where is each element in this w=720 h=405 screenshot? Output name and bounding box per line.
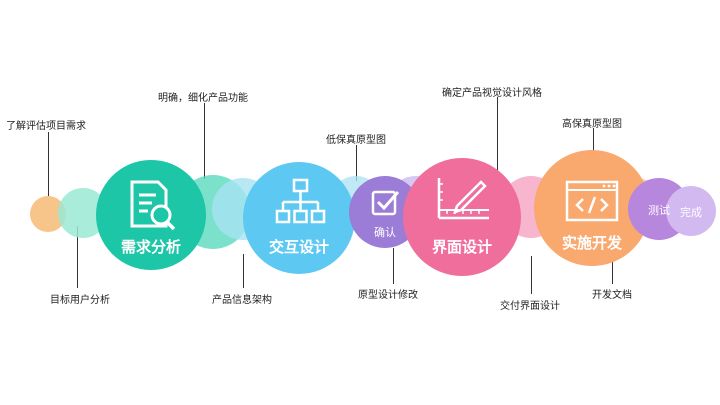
annotation-low-fi-prototype: 低保真原型图	[326, 135, 386, 146]
connector-line-a5	[356, 145, 357, 181]
connector-line-a4	[243, 254, 244, 288]
connector-line-a2	[77, 226, 78, 288]
stage-label-test: 测试	[648, 204, 670, 217]
connector-line-a8	[531, 256, 532, 294]
stage-label-done: 完成	[680, 206, 702, 219]
connector-line-a3	[204, 103, 205, 179]
annotation-prototype-revision: 原型设计修改	[358, 290, 418, 301]
annotation-dev-docs: 开发文档	[592, 290, 632, 301]
annotation-info-architecture: 产品信息架构	[212, 295, 272, 306]
checkbox-icon	[371, 190, 400, 216]
stage-label-development: 实施开发	[561, 234, 622, 252]
annotation-visual-style: 确定产品视觉设计风格	[442, 88, 542, 99]
connector-line-a10	[612, 262, 613, 284]
stage-label-ui-design: 界面设计	[431, 238, 492, 256]
connector-line-a1	[48, 132, 49, 198]
ruler-pencil-icon	[437, 178, 489, 220]
annotation-refine-features: 明确，细化产品功能	[158, 93, 248, 104]
annotation-target-users: 目标用户分析	[50, 295, 110, 306]
document-search-icon	[130, 180, 176, 231]
annotation-evaluate-requirements: 了解评估项目需求	[6, 121, 86, 132]
annotation-deliver-ui: 交付界面设计	[500, 301, 560, 312]
stage-label-confirm: 确认	[374, 226, 396, 239]
connector-line-a7	[497, 97, 498, 171]
connector-line-a9	[593, 128, 594, 158]
code-window-icon	[565, 180, 619, 222]
stage-circle-done	[666, 186, 716, 236]
stage-label-requirements: 需求分析	[120, 238, 181, 256]
annotation-hi-fi-prototype: 高保真原型图	[562, 119, 622, 130]
sitemap-icon	[275, 178, 326, 224]
stage-label-interaction: 交互设计	[268, 238, 329, 256]
connector-line-a6	[393, 248, 394, 284]
